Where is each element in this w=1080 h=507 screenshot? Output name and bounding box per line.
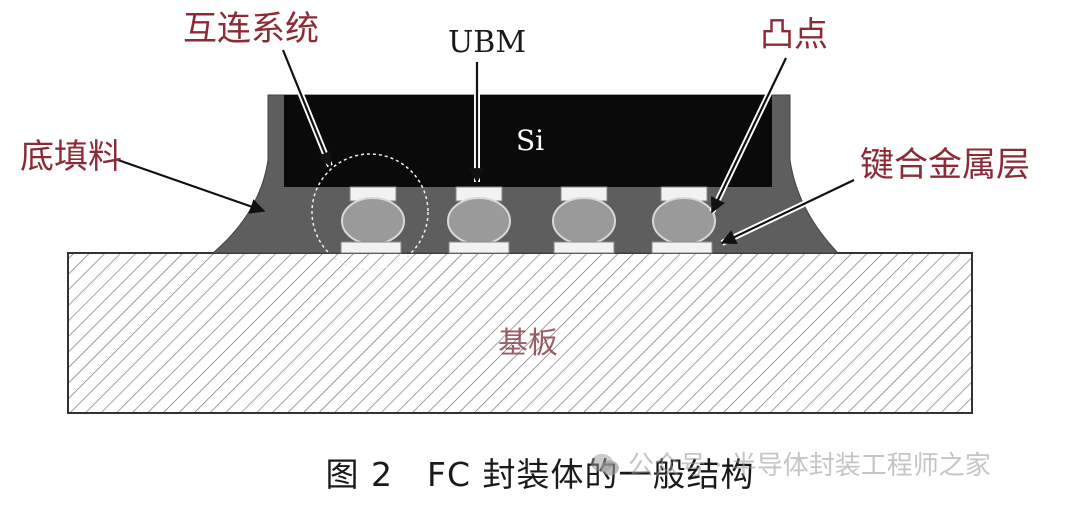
label-bond-layer: 键合金属层 (860, 145, 1030, 185)
figure-caption: 图 2 FC 封装体的一般结构 (325, 455, 755, 494)
silicon-die (284, 95, 772, 187)
interconnect-highlight-circle (311, 153, 429, 271)
bump (447, 186, 511, 254)
arrow-underfill (117, 158, 266, 214)
bump (651, 186, 716, 254)
arrow-bond-layer-line (720, 179, 855, 244)
label-substrate: 基板 (498, 326, 558, 361)
arrow-bump-line (711, 57, 787, 214)
wechat-icon (591, 454, 619, 476)
watermark-text: 公众号 · 半导体封装工程师之家 (628, 451, 991, 481)
label-ubm: UBM (448, 25, 526, 60)
label-die: Si (516, 124, 544, 157)
label-interconnect: 互连系统 (183, 9, 319, 49)
watermark: 公众号 · 半导体封装工程师之家 (590, 445, 991, 482)
bump-row (340, 186, 716, 254)
substrate (67, 252, 973, 414)
bump (552, 186, 616, 254)
bump (340, 186, 405, 254)
label-underfill: 底填料 (20, 137, 122, 177)
arrow-interconnect-line (281, 49, 332, 168)
label-bump: 凸点 (760, 15, 828, 55)
